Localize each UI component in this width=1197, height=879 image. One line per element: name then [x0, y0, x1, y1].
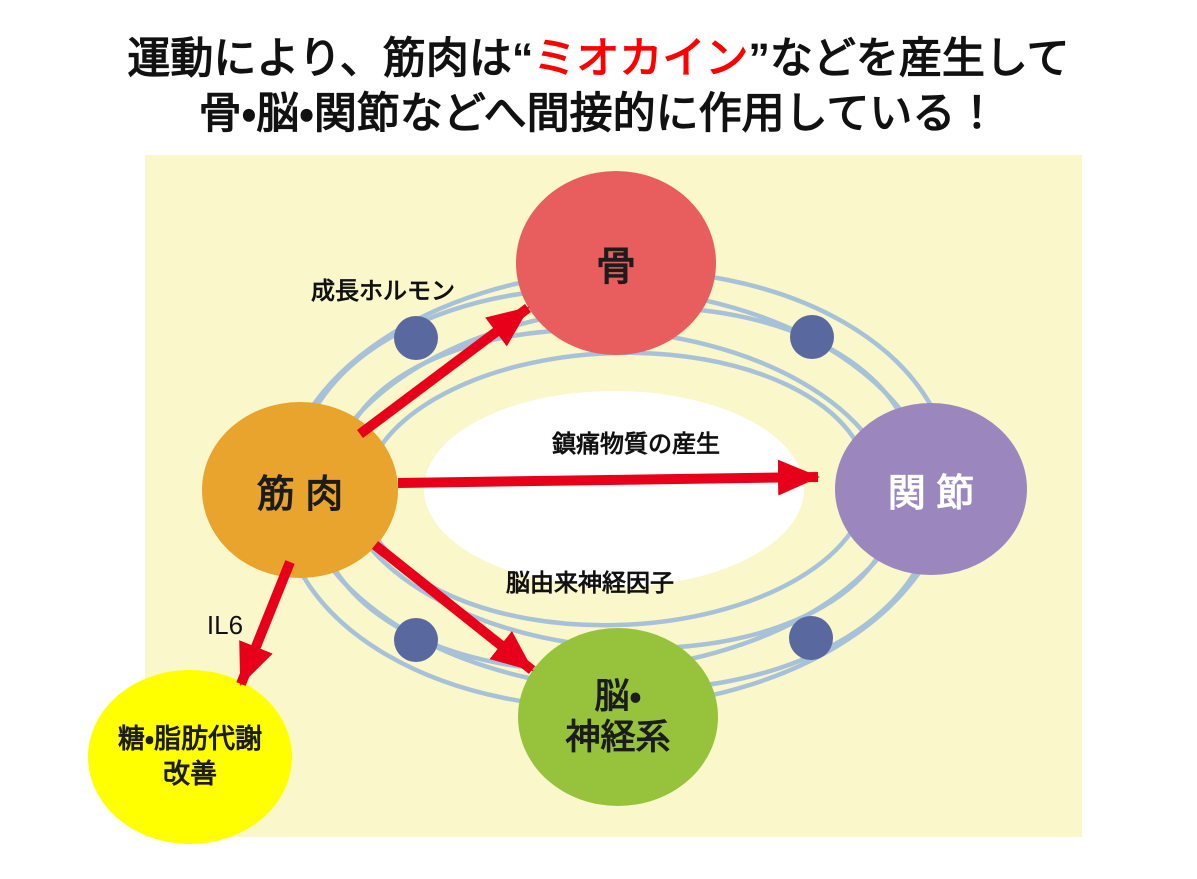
metabolism-circle	[88, 670, 292, 844]
title-line1-post: ”などを産生して	[748, 35, 1070, 83]
brain-label-line2: 神経系	[565, 718, 671, 757]
analgesic-label: 鎮痛物質の産生	[552, 431, 720, 458]
arrow-muscle-to-joint	[397, 459, 820, 496]
muscle-label: 筋 肉	[256, 473, 344, 516]
orbit-dot-bottom-right	[789, 616, 833, 660]
slide-title: 運動により、筋肉は“ミオカイン”などを産生して 骨・脳・関節などへ間接的に作用し…	[0, 32, 1197, 142]
title-line-1: 運動により、筋肉は“ミオカイン”などを産生して	[0, 32, 1197, 87]
orbit-dot-top-right	[790, 315, 834, 359]
orbit-dots	[394, 315, 834, 662]
bone-label: 骨	[596, 245, 636, 289]
metabolism-label: 糖・脂肪代謝 改善	[88, 670, 292, 844]
title-line-2: 骨・脳・関節などへ間接的に作用している！	[198, 90, 999, 139]
bone-circle	[516, 171, 716, 355]
growth-hormone-label: 成長ホルモン	[311, 278, 455, 305]
orbit-dot-bottom-left	[394, 618, 438, 662]
joint-label: 関 節	[887, 472, 975, 515]
metabolism-label-line1: 糖・脂肪代謝	[117, 723, 263, 754]
bdnf-label: 脳由来神経因子	[506, 570, 674, 597]
metabolism-label-line2: 改善	[163, 759, 217, 789]
arrow-muscle-to-metabolism	[236, 560, 295, 686]
center-ellipse	[424, 391, 804, 587]
arrow-muscle-to-bone	[357, 304, 531, 438]
muscle-circle	[202, 402, 398, 578]
title-line1-highlight: ミオカイン	[533, 35, 749, 83]
title-line1-pre: 運動により、筋肉は“	[127, 35, 534, 83]
brain-label: 脳・ 神経系	[518, 628, 718, 806]
joint-circle	[835, 403, 1027, 575]
brain-label-line1: 脳・	[594, 676, 642, 716]
brain-circle	[518, 628, 718, 806]
il6-label: IL6	[206, 610, 244, 640]
arrow-muscle-to-brain	[371, 541, 536, 674]
arrows	[236, 304, 820, 686]
orbit-dot-top-left	[394, 316, 438, 360]
